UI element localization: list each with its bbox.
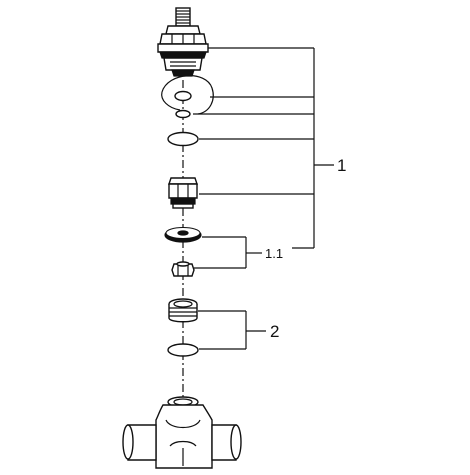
small-o-ring-lower-part: [175, 109, 191, 119]
threaded-sleeve-part: [168, 298, 198, 323]
hex-nut-part: [171, 261, 195, 277]
washer-part: [164, 227, 202, 243]
callout-1-leaders: [193, 47, 334, 249]
callout-label-1: 1: [337, 156, 346, 175]
cartridge-o-ring-part: [161, 75, 214, 115]
callout-label-1-1: 1.1: [265, 246, 283, 261]
valve-body-part: [122, 396, 242, 469]
bottom-o-ring-part: [167, 343, 199, 357]
large-o-ring-part: [167, 131, 199, 147]
hex-bonnet-part: [168, 177, 198, 209]
callout-1-1-leaders: [194, 236, 262, 269]
callout-label-2: 2: [270, 322, 279, 341]
cartridge-head-part: [157, 7, 209, 77]
callout-2-leaders: [198, 310, 266, 350]
small-o-ring-upper-part: [174, 90, 192, 102]
